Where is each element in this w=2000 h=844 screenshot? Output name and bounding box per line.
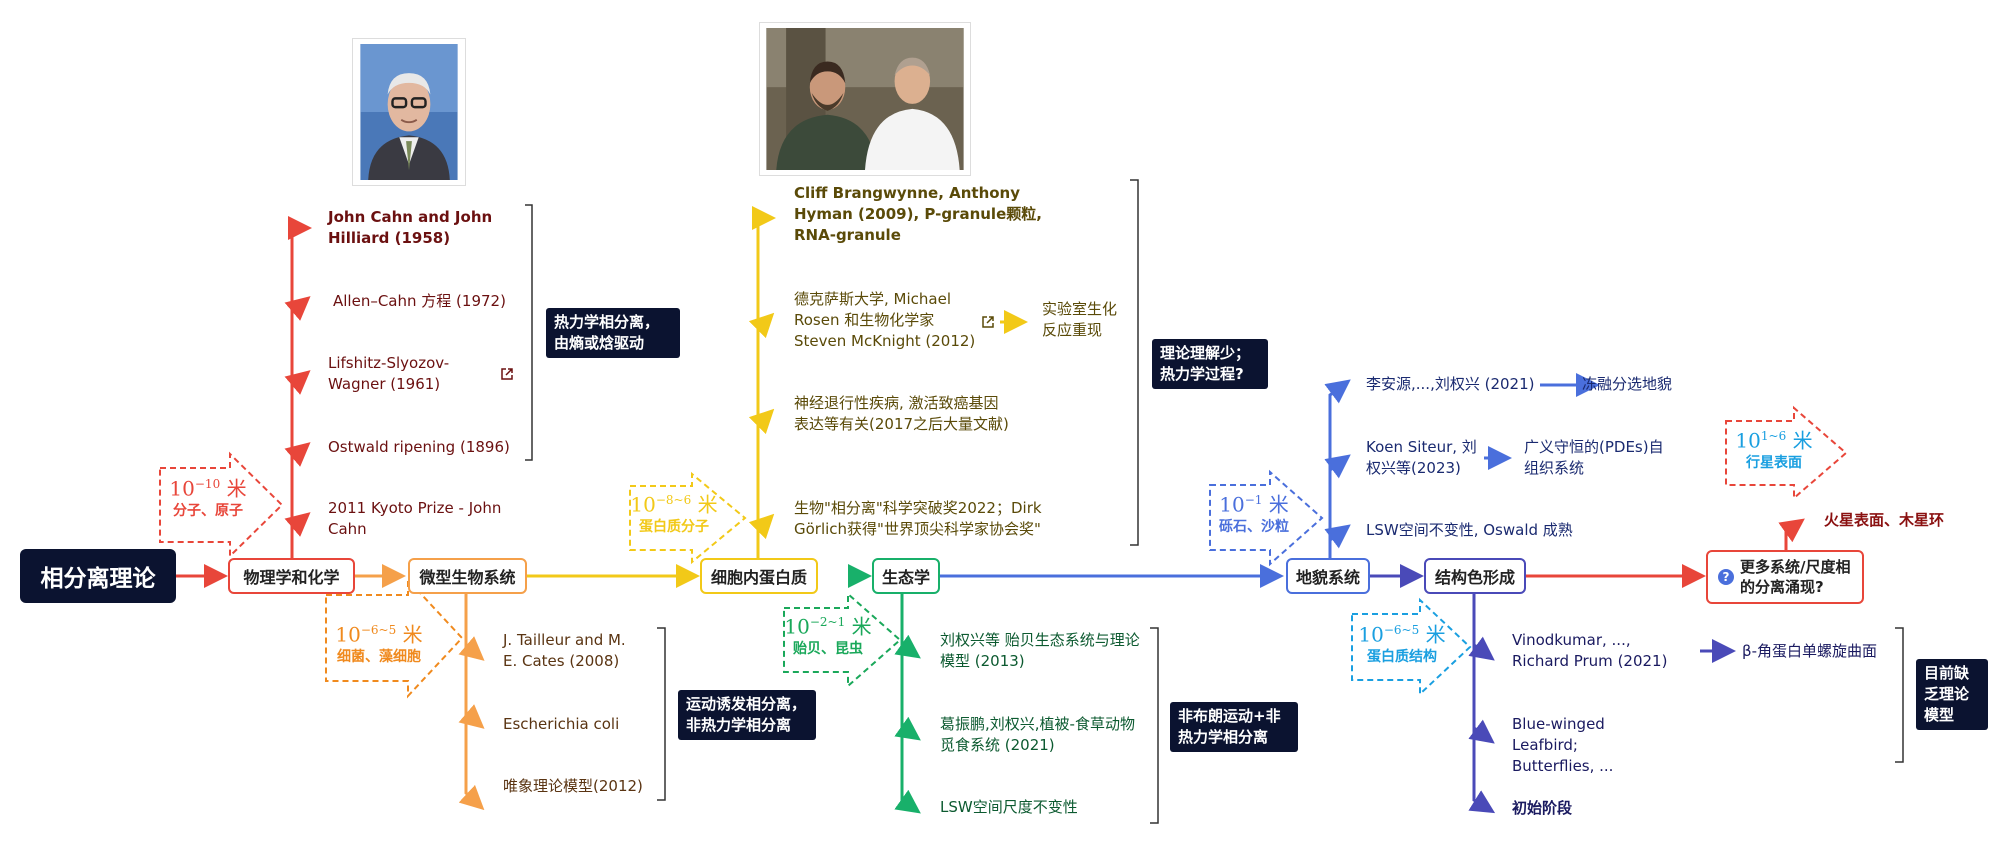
portrait-image — [360, 44, 458, 180]
scale-base: 10 — [335, 622, 361, 647]
eco-tag: 非布朗运动+非热力学相分离 — [1170, 702, 1298, 752]
scale-unit: 米 — [1268, 492, 1289, 517]
physics-item-lsw: Lifshitz-Slyozov-Wagner (1961) — [328, 354, 450, 393]
color-sub-keratin: β-角蛋白单螺旋曲面 — [1742, 642, 1877, 660]
scale-unit: 米 — [851, 614, 872, 639]
cell-sub-lab-reproduction: 实验室生化反应重现 — [1042, 300, 1118, 339]
eco-item-vegetation: 葛振鹏,刘权兴,植被-食草动物觅食系统 (2021) — [940, 715, 1135, 754]
geo-item-li-anyuan: 李安源,...,刘权兴 (2021) — [1366, 375, 1535, 393]
geo-item-siteur: Koen Siteur, 刘权兴等(2023) — [1366, 438, 1477, 477]
scale-exponent: −6~5 — [1383, 623, 1420, 637]
cell-item-rosen-mcknight: 德克萨斯大学, Michael Rosen 和生物化学家 Steven McKn… — [794, 290, 976, 350]
micro-tag: 运动诱发相分离，非热力学相分离 — [678, 690, 816, 740]
micro-item-ecoli: Escherichia coli — [503, 715, 620, 733]
external-link-icon[interactable] — [500, 367, 514, 381]
micro-item-model: 唯象理论模型(2012) — [503, 777, 643, 795]
scale-desc: 细菌、藻细胞 — [337, 648, 421, 665]
scale-base: 10 — [1358, 622, 1384, 647]
geo-sub-pde: 广义守恒的(PDEs)自组织系统 — [1524, 438, 1664, 477]
physics-item-cahn-hilliard: John Cahn and John Hilliard (1958) — [328, 208, 493, 247]
physics-item-ostwald: Ostwald ripening (1896) — [328, 438, 510, 456]
scale-protein-molecule: 10−8~6 米 蛋白质分子 — [626, 488, 722, 537]
scale-desc: 行星表面 — [1746, 454, 1802, 471]
scale-desc: 砾石、沙粒 — [1219, 518, 1289, 535]
external-link-icon[interactable] — [981, 315, 995, 329]
scale-unit: 米 — [697, 492, 718, 517]
scale-gravel: 10−1 米 砾石、沙粒 — [1206, 488, 1302, 537]
scale-exponent: −6~5 — [360, 623, 397, 637]
node-physics-chemistry[interactable]: 物理学和化学 — [228, 558, 355, 594]
scale-base: 10 — [1219, 492, 1245, 517]
geo-item-lsw-oswald: LSW空间不变性, Oswald 成熟 — [1366, 521, 1573, 539]
node-geomorphology[interactable]: 地貌系统 — [1286, 558, 1370, 594]
micro-item-tailleur-cates: J. Tailleur and M. E. Cates (2008) — [503, 631, 626, 670]
scale-desc: 蛋白质结构 — [1367, 648, 1437, 665]
scale-base: 10 — [1735, 428, 1761, 453]
scale-exponent: −2~1 — [809, 615, 846, 629]
color-tag: 目前缺乏理论模型 — [1916, 659, 1988, 730]
scale-mussel: 10−2~1 米 贻贝、昆虫 — [780, 610, 876, 659]
photo-brangwynne-hyman — [759, 22, 971, 176]
geo-sub-frost-sorting: 冻融分选地貌 — [1582, 375, 1673, 393]
node-cell-protein[interactable]: 细胞内蛋白质 — [700, 558, 818, 594]
node-micro-bio[interactable]: 微型生物系统 — [408, 558, 527, 594]
scale-planet: 101~6 米 行星表面 — [1726, 424, 1822, 473]
node-more-label: 更多系统/尺度相的分离涌现? — [1740, 558, 1851, 596]
scale-unit: 米 — [402, 622, 423, 647]
color-item-vinodkumar: Vinodkumar, ..., Richard Prum (2021) — [1512, 631, 1668, 670]
physics-tag: 热力学相分离，由熵或焓驱动 — [546, 308, 680, 358]
scale-bacteria: 10−6~5 米 细菌、藻细胞 — [326, 618, 432, 667]
scale-unit: 米 — [1425, 622, 1446, 647]
scale-base: 10 — [630, 492, 656, 517]
photo-john-cahn — [352, 38, 466, 186]
node-more-systems[interactable]: ? 更多系统/尺度相的分离涌现? — [1706, 550, 1864, 604]
scale-unit: 米 — [226, 476, 247, 501]
scale-unit: 米 — [1792, 428, 1813, 453]
cell-item-award: 生物"相分离"科学突破奖2022；Dirk Görlich获得"世界顶尖科学家协… — [794, 499, 1042, 538]
physics-item-allen-cahn: Allen–Cahn 方程 (1972) — [333, 292, 506, 310]
scale-base: 10 — [169, 476, 195, 501]
color-item-leafbird: Blue-winged Leafbird; Butterflies, ... — [1512, 715, 1614, 775]
cell-item-brangwynne: Cliff Brangwynne, Anthony Hyman (2009), … — [794, 184, 1042, 244]
scale-desc: 分子、原子 — [173, 502, 243, 519]
eco-item-mussel: 刘权兴等 贻贝生态系统与理论模型 (2013) — [940, 631, 1140, 670]
root-node[interactable]: 相分离理论 — [20, 549, 176, 603]
more-item-mars-jupiter: 火星表面、木星环 — [1824, 511, 1945, 529]
physics-item-kyoto: 2011 Kyoto Prize - John Cahn — [328, 499, 502, 538]
scale-exponent: 1~6 — [1760, 429, 1787, 443]
cell-item-disease: 神经退行性疾病, 激活致癌基因表达等有关(2017之后大量文献) — [794, 394, 1009, 433]
scale-exponent: −8~6 — [655, 493, 692, 507]
node-structural-color[interactable]: 结构色形成 — [1424, 558, 1526, 594]
node-ecology[interactable]: 生态学 — [872, 558, 940, 594]
scale-base: 10 — [784, 614, 810, 639]
scale-exponent: −1 — [1244, 493, 1263, 507]
scale-molecule: 10−10 米 分子、原子 — [160, 472, 256, 521]
portrait-image — [766, 28, 964, 170]
scale-protein-structure: 10−6~5 米 蛋白质结构 — [1352, 618, 1452, 667]
eco-item-lsw: LSW空间尺度不变性 — [940, 798, 1078, 816]
question-icon: ? — [1718, 569, 1734, 585]
cell-tag: 理论理解少；热力学过程? — [1152, 339, 1268, 389]
color-item-initial-stage: 初始阶段 — [1512, 799, 1573, 817]
scale-desc: 贻贝、昆虫 — [793, 640, 863, 657]
scale-exponent: −10 — [194, 477, 221, 491]
scale-desc: 蛋白质分子 — [639, 518, 709, 535]
